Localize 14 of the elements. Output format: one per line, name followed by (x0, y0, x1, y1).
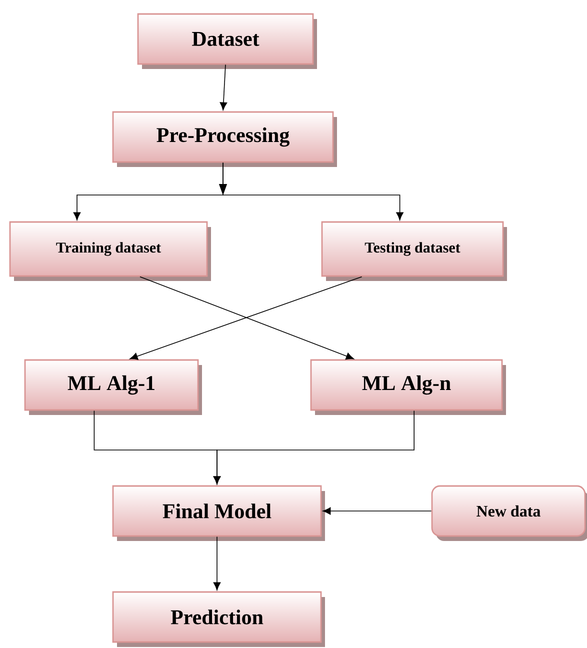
arrow (322, 507, 432, 515)
arrow (219, 162, 404, 220)
process-box: New data (431, 485, 587, 541)
process-box: Prediction (112, 591, 325, 647)
process-box: Dataset (137, 13, 317, 69)
arrow (213, 536, 221, 590)
process-box: Pre-Processing (112, 111, 337, 167)
process-box: ML Alg-1 (24, 359, 202, 415)
arrow (220, 64, 228, 110)
process-box: Training dataset (9, 221, 211, 281)
arrow (213, 410, 414, 484)
process-box: Final Model (112, 485, 325, 541)
process-box: ML Alg-n (310, 359, 506, 415)
process-box: Testing dataset (321, 221, 507, 281)
